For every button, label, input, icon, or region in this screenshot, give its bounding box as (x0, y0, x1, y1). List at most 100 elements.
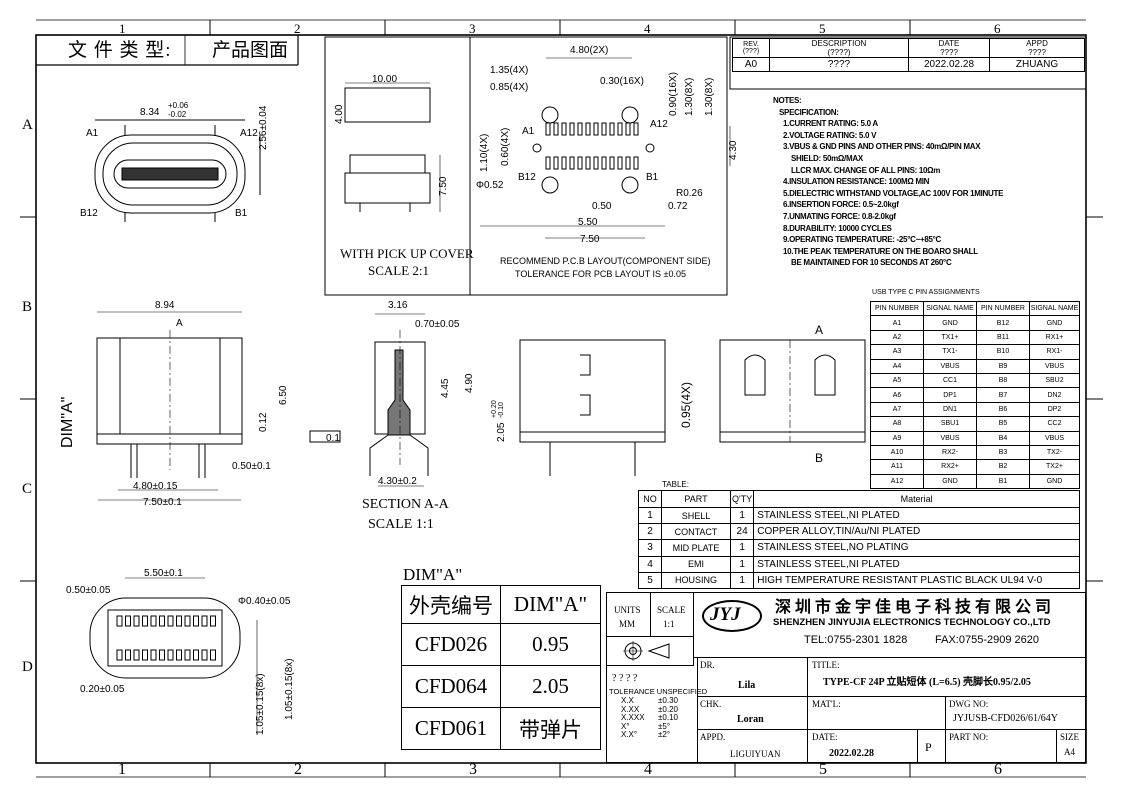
pcb-pad (601, 122, 607, 136)
size-label: SIZE (1060, 732, 1079, 742)
pin-label-b12: B12 (80, 208, 98, 219)
tol-key: X.X° (621, 730, 638, 739)
pin-cell: TX2+ (1029, 459, 1080, 475)
dim-cell: CFD064 (401, 665, 501, 708)
pin-header: SIGNAL NAME (1029, 300, 1080, 317)
note-line: LLCR MAX. CHANGE OF ALL PINS: 10Ωm (791, 165, 941, 175)
bottom-pin (193, 615, 199, 627)
pcb-dim-1-35: 1.35(4X) (490, 65, 528, 76)
grid-col-1-bottom: 1 (118, 761, 126, 778)
tol-val: ±2° (658, 730, 671, 739)
approved-by-value: LIGUIYUAN (730, 749, 781, 759)
material-cell: CONTACT (661, 523, 731, 541)
approved-by-label: APPD. (700, 732, 726, 742)
pcb-label-a12: A12 (650, 119, 668, 130)
pcb-dim-0-90: 0.90(16X) (668, 72, 679, 116)
side-dim-4-80: 4.80±0.15 (133, 481, 178, 492)
bottom-pin (116, 649, 123, 661)
front-view (94, 119, 261, 222)
bottom-view (89, 577, 258, 735)
bottom-pin (142, 649, 148, 661)
pin-cell: TX1- (923, 344, 977, 360)
company-fax: FAX:0755-2909 2620 (935, 634, 1039, 646)
bottom-dim-phi-0-40: Φ0.40±0.05 (238, 596, 291, 607)
tol-val: ±0.10 (658, 713, 678, 722)
pin-cell: B9 (976, 358, 1030, 374)
pcb-label-b12: B12 (518, 172, 536, 183)
grid-col-2: 2 (294, 21, 301, 36)
pin-cell: A2 (870, 329, 924, 346)
rear-label-a: A (815, 323, 823, 337)
note-line: 5.DIELECTRIC WITHSTAND VOLTAGE,AC 100V F… (783, 188, 1004, 198)
rev-header-date: DATE ???? (908, 38, 990, 58)
material-cell: 1 (729, 571, 755, 589)
rev-header-rev: REV. (???) (732, 38, 770, 58)
material-table-title: TABLE: (662, 480, 689, 489)
pcb-pad (561, 156, 567, 170)
dim-table-title-text: DIM"A" (403, 565, 462, 584)
bottom-pin (159, 649, 165, 661)
pcb-dim-0-60: 0.60(4X) (500, 128, 511, 166)
pin-cell: A12 (870, 473, 924, 490)
pin-cell: B8 (976, 372, 1030, 389)
tol-key: X.XXX (621, 713, 645, 722)
dim-cell: 2.05 (500, 665, 601, 708)
grid-col-1: 1 (119, 21, 126, 36)
bottom-pin (210, 615, 216, 627)
note-line: SHIELD: 50mΩ/MAX (791, 153, 863, 163)
size-value: A4 (1064, 747, 1075, 757)
note-line: 2.VOLTAGE RATING: 5.0 V (783, 130, 877, 140)
pin-cell: A1 (870, 315, 924, 331)
pin-cell: DN1 (923, 401, 977, 418)
pcb-pad (585, 122, 591, 136)
side-section-mark: A (176, 318, 183, 329)
side-dim-0-50: 0.50±0.1 (232, 461, 271, 472)
pcb-dim-1-30b: 1.30(8X) (704, 78, 715, 116)
pin-cell: B1 (976, 473, 1030, 490)
rev-value-rev: A0 (732, 57, 770, 72)
material-cell: 3 (638, 539, 662, 557)
pcb-pad (545, 122, 551, 136)
pcb-dim-4-30: 4.30 (728, 140, 739, 160)
pin-label-a1: A1 (86, 128, 99, 139)
pcb-dim-0-85: 0.85(4X) (490, 82, 528, 93)
tol-key: X° (621, 721, 630, 731)
material-cell: 24 (729, 523, 755, 541)
bottom-pin (193, 649, 199, 661)
side-flatness: 0.1 (326, 433, 340, 444)
pin-cell: RX1- (1029, 344, 1080, 360)
pin-cell: CC2 (1029, 416, 1080, 432)
bottom-pin (176, 615, 182, 627)
pin-cell: GND (1029, 473, 1080, 490)
company-name-en: SHENZHEN JINYUJIA ELECTRONICS TECHNOLOGY… (773, 617, 1051, 628)
material-cell: 1 (729, 506, 755, 525)
pcb-dim-0-72: 0.72 (668, 201, 688, 212)
grid-row-c: C (22, 481, 33, 497)
pin-cell: TX1+ (923, 329, 977, 346)
bottom-pin (167, 615, 174, 627)
pcb-dim-r0-26: R0.26 (676, 188, 703, 199)
pin-cell: SBU1 (923, 416, 977, 432)
section-dim-4-30: 4.30±0.2 (378, 476, 417, 487)
grid-col-2-bottom: 2 (294, 761, 302, 778)
notes-block: NOTES: SPECIFICATION: 1.CURRENT RATING: … (773, 95, 1003, 269)
pcb-dim-phi-0-52: Φ0.52 (476, 180, 504, 191)
grid-frame (20, 19, 1103, 778)
pcb-pad (601, 156, 607, 170)
material-cell: HIGH TEMPERATURE RESISTANT PLASTIC BLACK… (753, 571, 1080, 589)
material-cell: STAINLESS STEEL,NI PLATED (753, 506, 1080, 525)
grid-col-6: 6 (994, 21, 1001, 36)
scale-label: SCALE (657, 605, 686, 615)
tol-val: ±5° (658, 721, 671, 731)
material-cell: HOUSING (661, 571, 731, 589)
side-dim-6-50: 6.50 (278, 385, 289, 405)
pin-cell: B6 (976, 401, 1030, 418)
cover-height: 4.00 (334, 104, 345, 124)
grid-col-5: 5 (819, 21, 826, 36)
pcb-pad (625, 122, 631, 136)
dim-header-shell: 外壳编号 (401, 585, 501, 624)
material-cell: 1 (638, 506, 662, 525)
